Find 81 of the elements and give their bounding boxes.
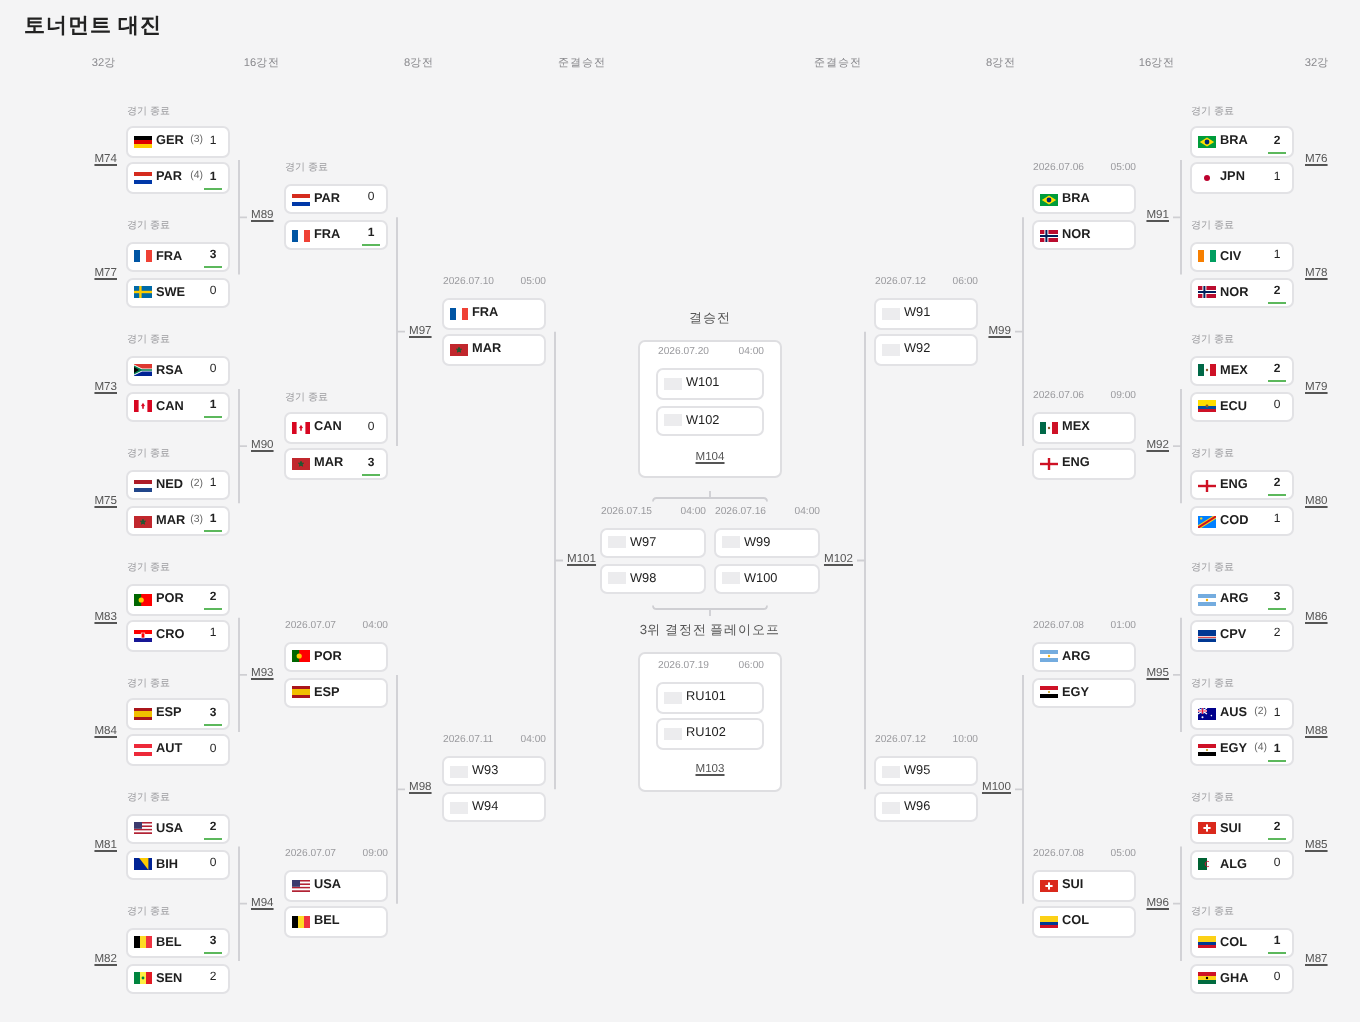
team-row bbox=[284, 219, 388, 251]
team-row bbox=[442, 334, 546, 366]
team-row bbox=[656, 682, 764, 713]
team-row bbox=[126, 162, 230, 194]
team-row bbox=[714, 527, 820, 558]
team-row bbox=[126, 469, 230, 501]
bracket-line bbox=[396, 216, 406, 447]
team-row bbox=[442, 755, 546, 787]
team-row bbox=[126, 241, 230, 272]
bracket-line bbox=[1014, 216, 1024, 447]
team-row bbox=[1032, 448, 1136, 480]
team-row bbox=[1032, 412, 1136, 444]
bracket-line bbox=[238, 159, 248, 276]
team-row bbox=[126, 505, 230, 537]
team-row bbox=[1032, 641, 1136, 673]
team-row bbox=[126, 277, 230, 308]
team-row bbox=[1190, 734, 1294, 766]
bracket-line bbox=[1172, 616, 1182, 733]
team-row bbox=[1190, 277, 1294, 308]
team-row bbox=[284, 448, 388, 480]
team-row bbox=[874, 755, 978, 787]
bracket-line bbox=[238, 845, 248, 962]
team-row bbox=[1190, 162, 1294, 194]
team-row bbox=[284, 870, 388, 902]
team-row bbox=[442, 791, 546, 823]
bracket-line bbox=[856, 330, 866, 791]
team-row bbox=[1190, 963, 1294, 995]
team-row bbox=[126, 584, 230, 616]
team-row bbox=[126, 734, 230, 766]
bracket-line bbox=[554, 330, 564, 791]
team-row bbox=[1190, 469, 1294, 501]
bracket-line bbox=[1172, 388, 1182, 505]
team-row bbox=[656, 405, 764, 436]
team-row bbox=[656, 368, 764, 399]
team-row bbox=[1190, 584, 1294, 616]
team-row bbox=[1190, 927, 1294, 959]
team-row bbox=[874, 298, 978, 330]
team-row bbox=[126, 849, 230, 880]
team-row bbox=[1190, 241, 1294, 272]
team-row bbox=[284, 641, 388, 673]
bracket-line bbox=[238, 388, 248, 505]
team-row bbox=[656, 718, 764, 749]
team-row bbox=[1032, 870, 1136, 902]
team-row bbox=[126, 927, 230, 959]
team-row bbox=[1032, 219, 1136, 251]
team-row bbox=[1190, 620, 1294, 652]
bracket-line bbox=[652, 604, 768, 617]
team-row bbox=[1190, 505, 1294, 537]
team-row bbox=[1190, 355, 1294, 387]
bracket-line bbox=[652, 490, 768, 503]
team-row bbox=[1190, 391, 1294, 423]
team-row bbox=[874, 791, 978, 823]
team-row bbox=[126, 813, 230, 844]
team-row bbox=[126, 126, 230, 158]
team-row bbox=[284, 412, 388, 444]
page-title: 토너먼트 대진 bbox=[24, 15, 162, 39]
team-row bbox=[126, 963, 230, 995]
team-row bbox=[1032, 677, 1136, 709]
team-row bbox=[1032, 906, 1136, 938]
bracket-line bbox=[238, 616, 248, 733]
team-row bbox=[284, 677, 388, 709]
bracket-line bbox=[1014, 674, 1024, 905]
team-row bbox=[1190, 126, 1294, 158]
bracket-line bbox=[396, 674, 406, 905]
team-row bbox=[600, 563, 706, 594]
team-row bbox=[284, 906, 388, 938]
team-row bbox=[1032, 183, 1136, 215]
bracket-line bbox=[1172, 159, 1182, 276]
team-row bbox=[1190, 698, 1294, 730]
team-row bbox=[126, 620, 230, 652]
team-row bbox=[1190, 813, 1294, 844]
team-row bbox=[714, 563, 820, 594]
team-row bbox=[442, 298, 546, 330]
bracket-line bbox=[1172, 845, 1182, 962]
team-row bbox=[600, 527, 706, 558]
team-row bbox=[1190, 849, 1294, 880]
team-row bbox=[874, 334, 978, 366]
team-row bbox=[284, 183, 388, 215]
team-row bbox=[126, 698, 230, 730]
team-row bbox=[126, 391, 230, 423]
team-row bbox=[126, 355, 230, 387]
